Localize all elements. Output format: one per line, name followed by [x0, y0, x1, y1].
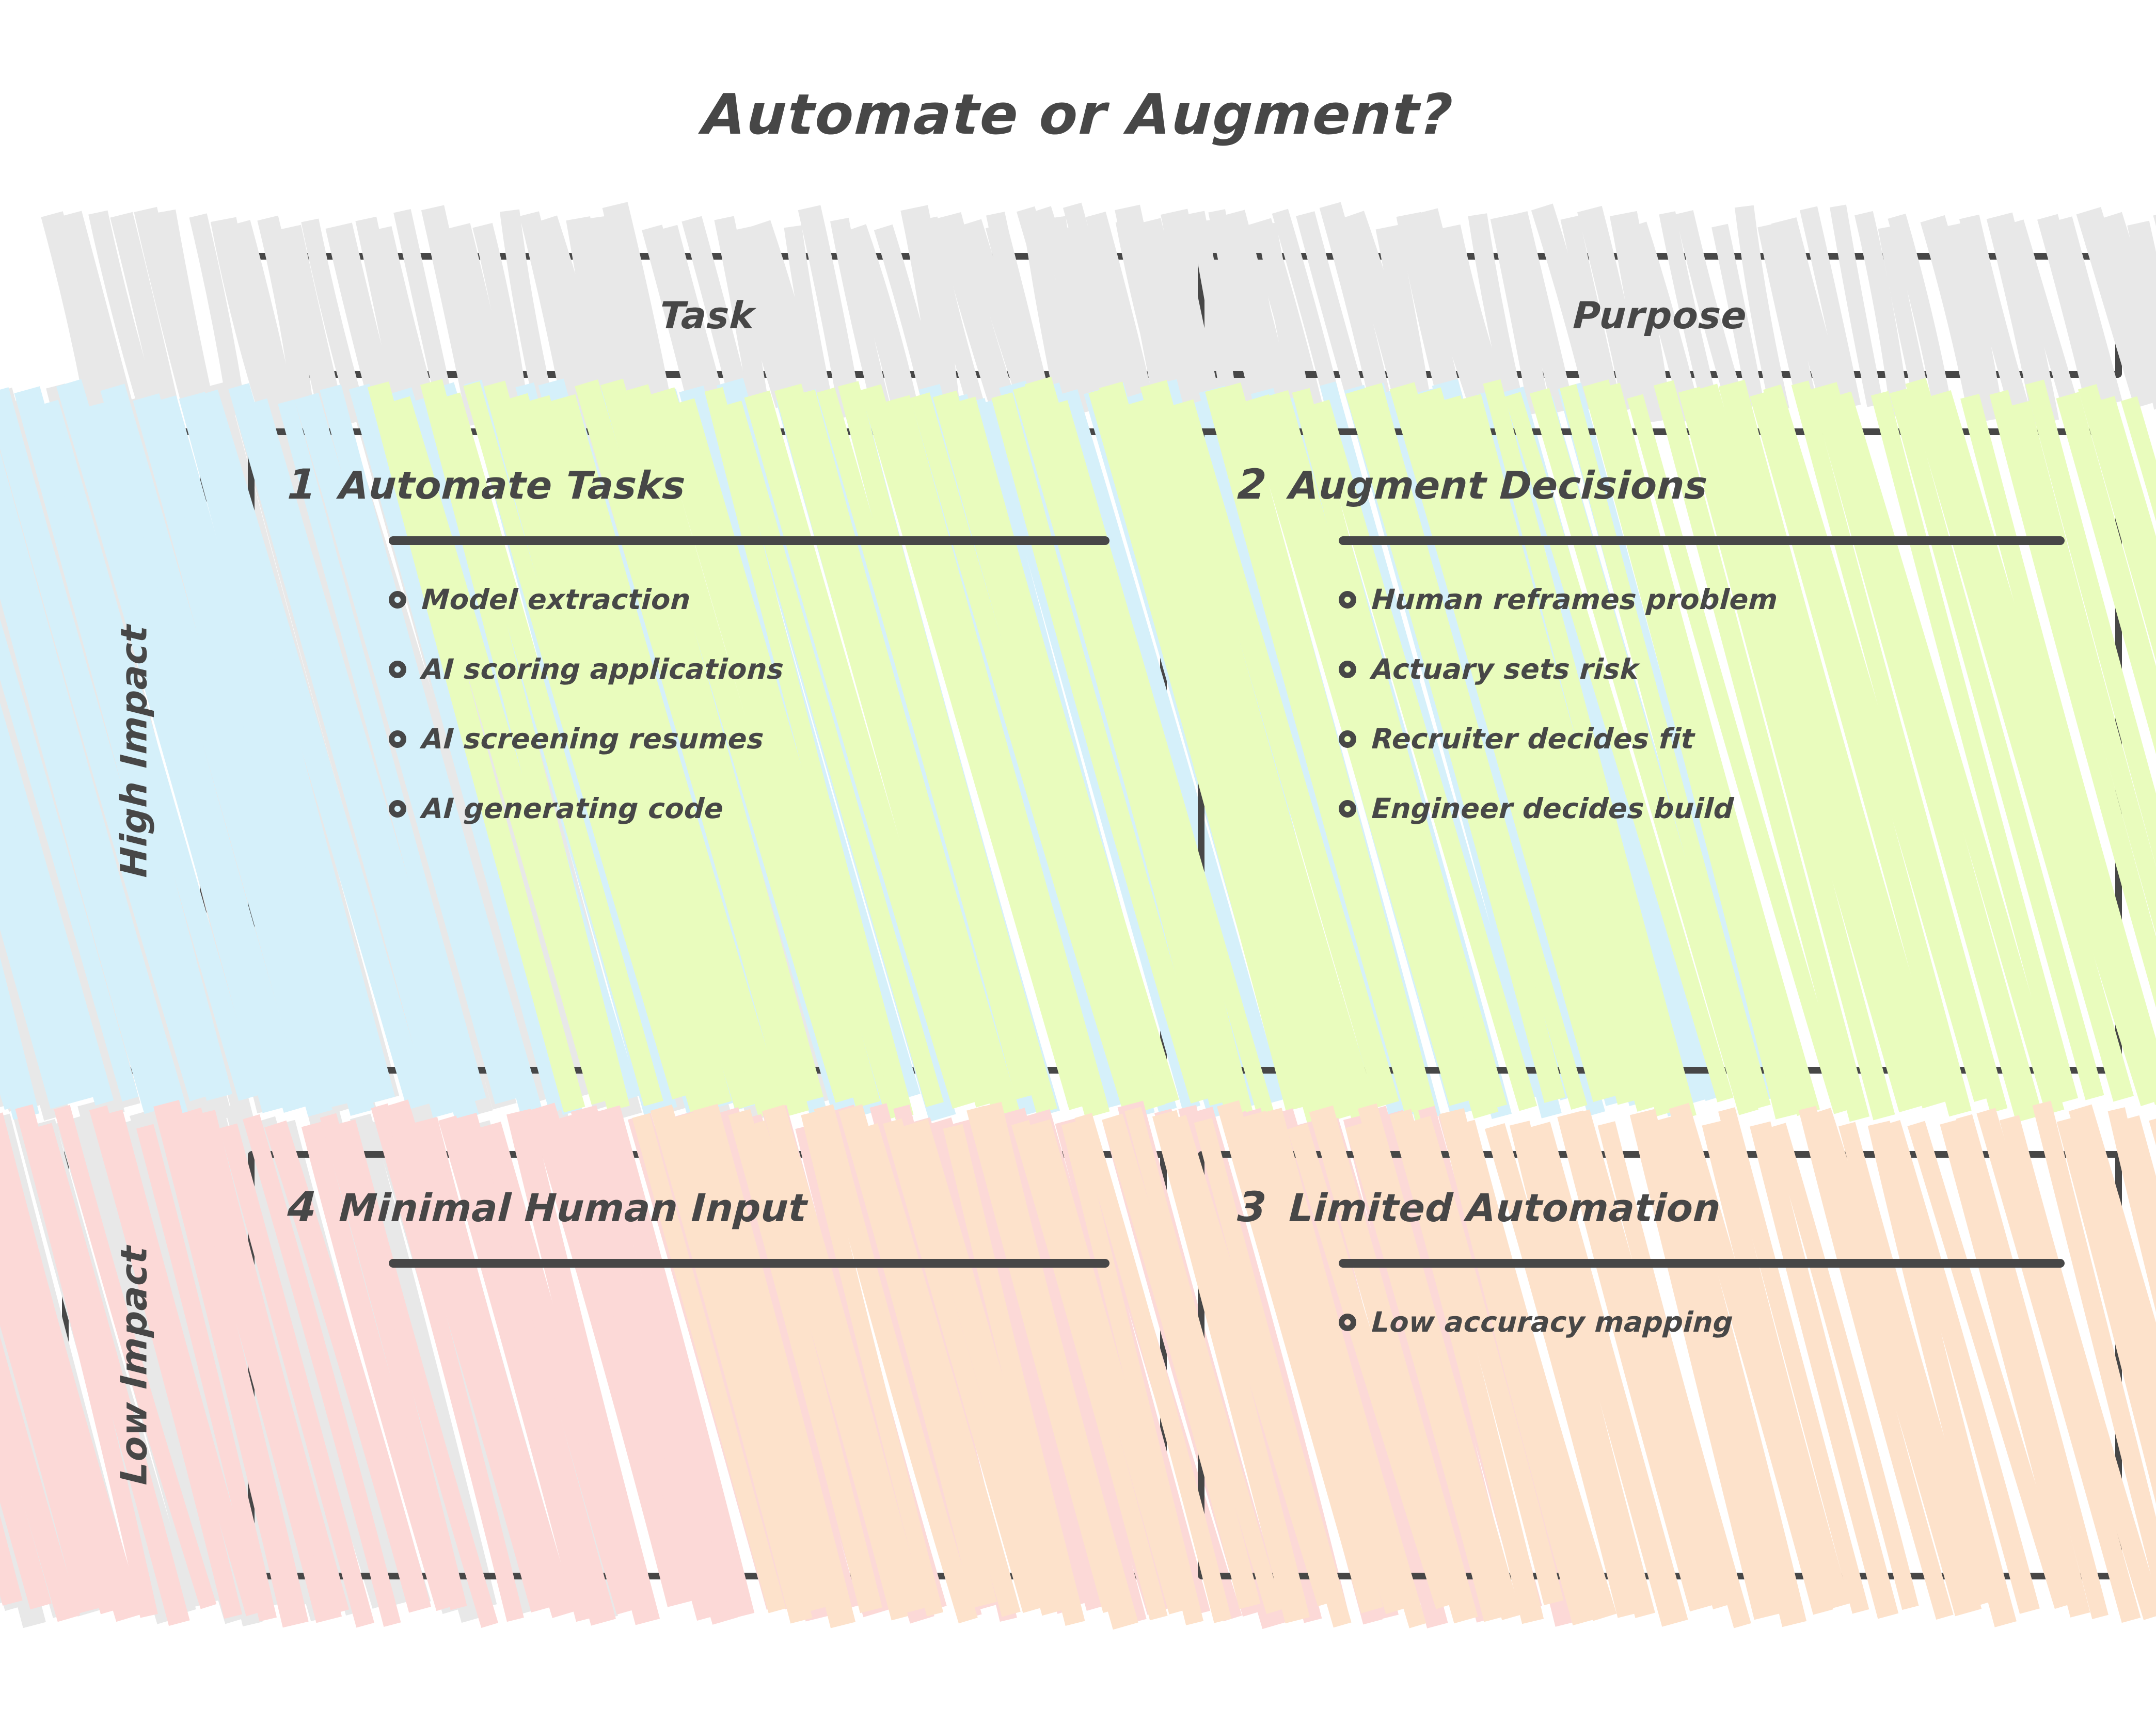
- list-item[interactable]: AI screening resumes: [389, 723, 1127, 755]
- quadrant-4-number: 4: [286, 1183, 318, 1231]
- quadrant-automate-tasks[interactable]: 1 Automate Tasks Model extraction AI sco…: [0, 378, 1777, 1123]
- list-item-label: AI screening resumes: [421, 723, 765, 755]
- page-title: Automate or Augment?: [701, 83, 1455, 147]
- bullet-ring-icon: [1339, 800, 1356, 818]
- list-item-label: Human reframes problem: [1371, 583, 1779, 616]
- quadrant-4-title: Minimal Human Input: [338, 1186, 808, 1230]
- list-item-label: Low accuracy mapping: [1371, 1306, 1734, 1338]
- bullet-ring-icon: [1339, 1313, 1356, 1331]
- quadrant-2-number: 2: [1236, 460, 1268, 508]
- list-item[interactable]: Engineer decides build: [1339, 792, 2082, 825]
- row-label-low-impact-text: Low Impact: [113, 1244, 155, 1486]
- quadrant-1-heading: 1 Automate Tasks: [286, 460, 1127, 508]
- list-item[interactable]: Actuary sets risk: [1339, 653, 2082, 685]
- row-label-low-impact: Low Impact: [0, 1099, 618, 1628]
- list-item[interactable]: AI scoring applications: [389, 653, 1127, 685]
- quadrant-minimal-human-input[interactable]: 4 Minimal Human Input: [0, 1099, 1585, 1629]
- row-label-high-impact-text: High Impact: [113, 624, 155, 878]
- bullet-ring-icon: [389, 660, 406, 678]
- quadrant-1-title: Automate Tasks: [338, 464, 687, 508]
- bullet-ring-icon: [1339, 590, 1356, 609]
- list-item-label: Engineer decides build: [1371, 792, 1735, 825]
- quadrant-2-title: Augment Decisions: [1288, 464, 1709, 508]
- list-item-label: AI scoring applications: [421, 653, 785, 685]
- column-header-task: Task: [41, 202, 1323, 426]
- quadrant-3-number: 3: [1236, 1183, 1268, 1231]
- list-item[interactable]: AI generating code: [389, 792, 1127, 825]
- list-item-label: AI generating code: [421, 792, 724, 825]
- column-header-purpose: Purpose: [986, 202, 2156, 427]
- bullet-ring-icon: [389, 800, 406, 818]
- quadrant-2-list: Human reframes problem Actuary sets risk…: [1238, 583, 2082, 825]
- list-item-label: Recruiter decides fit: [1371, 723, 1695, 755]
- list-item[interactable]: Low accuracy mapping: [1339, 1306, 2082, 1338]
- quadrant-1-number: 1: [286, 460, 318, 508]
- list-item[interactable]: Recruiter decides fit: [1339, 723, 2082, 755]
- quadrant-2-heading: 2 Augment Decisions: [1236, 460, 2082, 508]
- bullet-ring-icon: [1339, 730, 1356, 748]
- list-item-label: Model extraction: [421, 583, 692, 616]
- bullet-ring-icon: [389, 590, 406, 609]
- bullet-ring-icon: [1339, 660, 1356, 678]
- quadrant-1-list: Model extraction AI scoring applications…: [288, 583, 1127, 825]
- quadrant-augment-decisions[interactable]: 2 Augment Decisions Human reframes probl…: [367, 376, 2156, 1124]
- bullet-ring-icon: [389, 730, 406, 748]
- list-item[interactable]: Human reframes problem: [1339, 583, 2082, 616]
- quadrant-4-divider: [389, 1259, 1109, 1268]
- quadrant-1-divider: [389, 536, 1109, 545]
- quadrant-4-heading: 4 Minimal Human Input: [286, 1183, 1127, 1231]
- quadrant-2-divider: [1339, 536, 2065, 545]
- column-header-purpose-label: Purpose: [1572, 294, 1748, 337]
- list-item[interactable]: Model extraction: [389, 583, 1127, 616]
- quadrant-3-title: Limited Automation: [1288, 1186, 1722, 1230]
- quadrant-3-divider: [1339, 1259, 2065, 1268]
- row-label-high-impact: High Impact: [0, 379, 832, 1124]
- quadrant-3-heading: 3 Limited Automation: [1236, 1183, 2082, 1231]
- quadrant-3-list: Low accuracy mapping: [1238, 1306, 2082, 1338]
- column-header-task-label: Task: [658, 294, 756, 337]
- quadrant-limited-automation[interactable]: 3 Limited Automation Low accuracy mappin…: [632, 1100, 2156, 1630]
- list-item-label: Actuary sets risk: [1371, 653, 1640, 685]
